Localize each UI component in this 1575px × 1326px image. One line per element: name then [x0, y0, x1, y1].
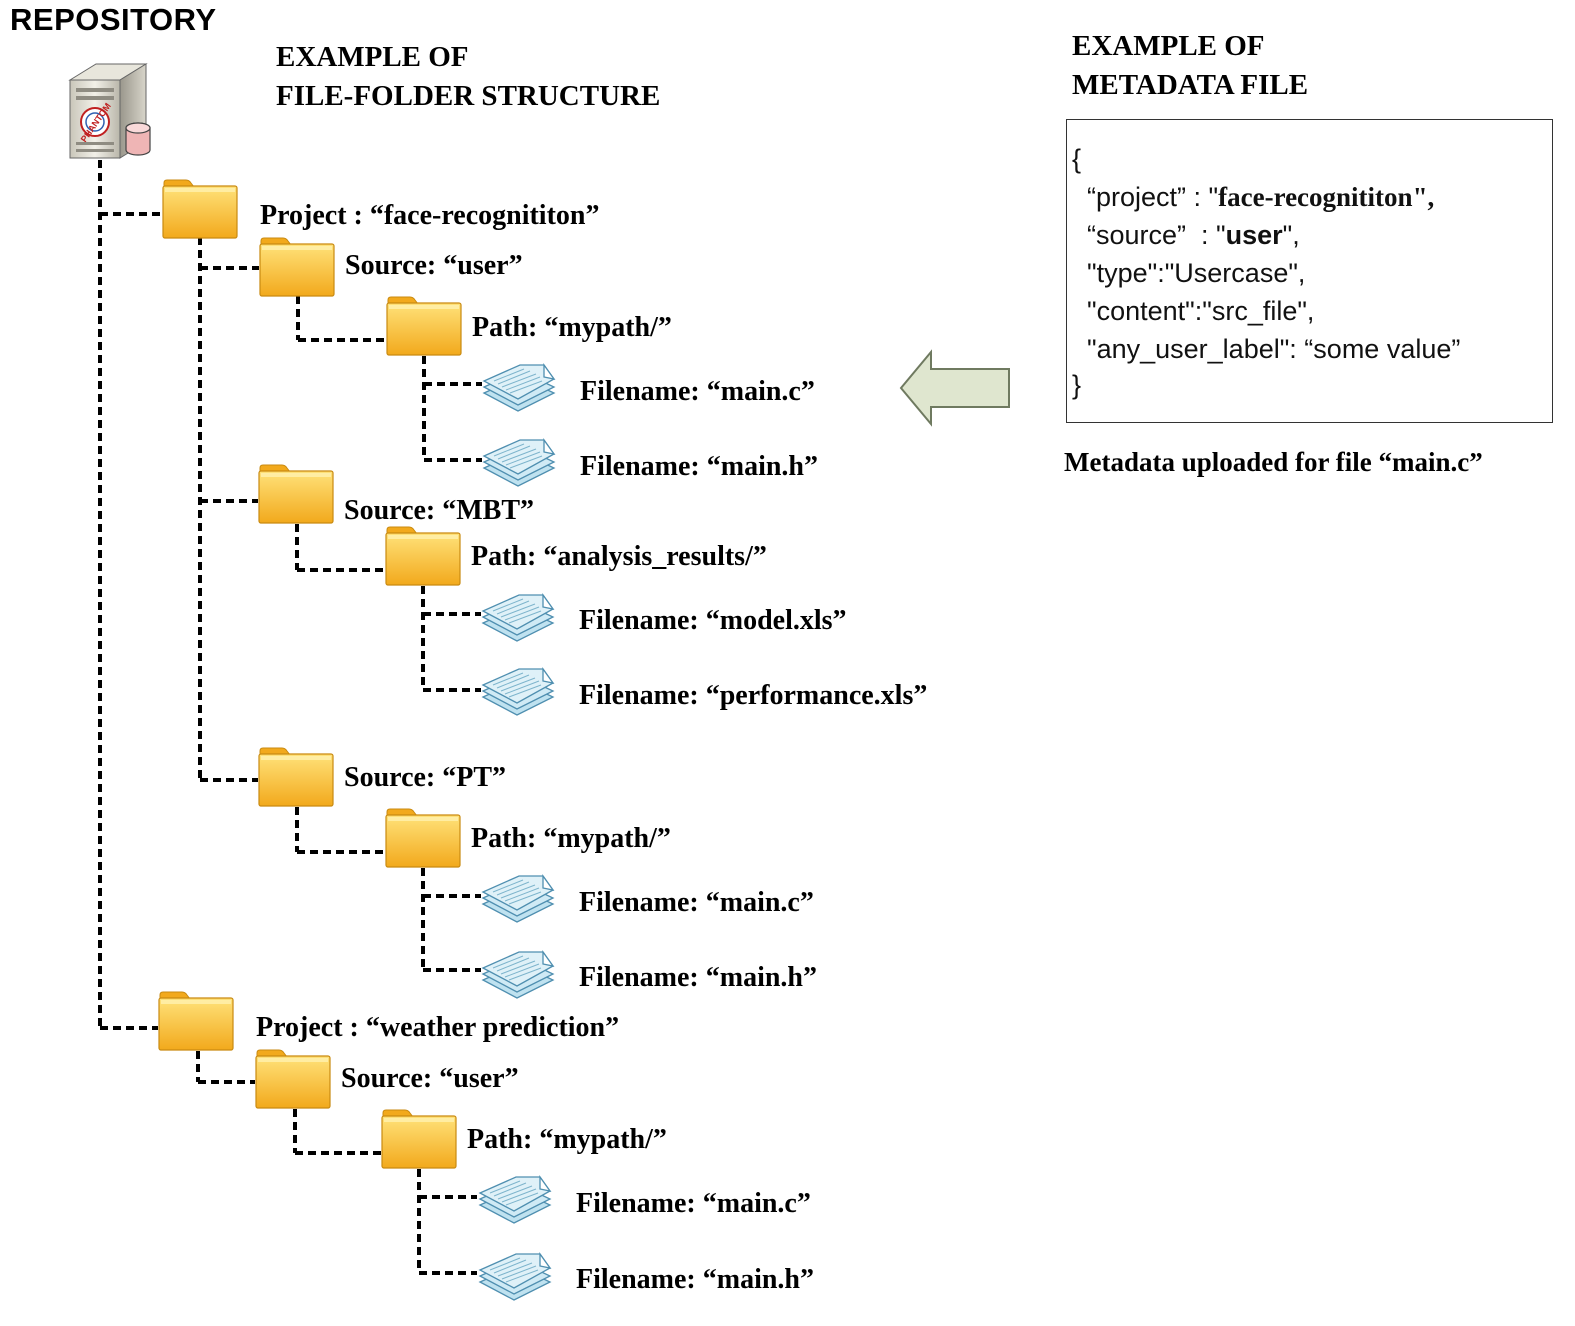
- path-label-mypath: Path: “mypath/”: [471, 823, 671, 854]
- metadata-source-line: “source” : "user",: [1072, 218, 1300, 252]
- repository-label: REPOSITORY: [10, 2, 217, 37]
- path-label-analysis-results: Path: “analysis_results/”: [471, 541, 767, 572]
- folder-icon-path-analysis-results: [385, 526, 461, 586]
- metadata-heading-line-1: EXAMPLE OF: [1072, 30, 1265, 62]
- tree-heading-line-2: FILE-FOLDER STRUCTURE: [276, 80, 661, 112]
- folder-icon-project-face-recognition: [162, 179, 238, 239]
- metadata-file-box: { “project” : "face-recognititon", “sour…: [1066, 119, 1553, 423]
- project-label-face-recognition: Project : “face-recognititon”: [260, 200, 600, 231]
- folder-icon-source-user: [259, 237, 335, 297]
- left-arrow-icon: [897, 348, 1013, 428]
- metadata-project-line: “project” : "face-recognititon",: [1072, 180, 1434, 214]
- folder-icon-project-weather-prediction: [158, 991, 234, 1051]
- file-icon-main-h: [480, 430, 558, 490]
- file-icon-main-c: [480, 355, 558, 415]
- repository-server-icon: PHANTOM: [66, 50, 162, 166]
- folder-icon-source-user: [255, 1049, 331, 1109]
- file-icon-main-c: [476, 1167, 554, 1227]
- folder-icon-source-pt: [258, 747, 334, 807]
- metadata-type-line: "type":"Usercase",: [1072, 258, 1306, 288]
- file-icon-model-xls: [479, 585, 557, 645]
- source-label-user: Source: “user”: [345, 250, 523, 281]
- metadata-heading-line-2: METADATA FILE: [1072, 69, 1309, 101]
- filename-label-performance-xls: Filename: “performance.xls”: [579, 680, 928, 711]
- folder-icon-path-mypath: [381, 1109, 457, 1169]
- metadata-source-end: ",: [1282, 220, 1300, 250]
- filename-label-main-h: Filename: “main.h”: [579, 962, 817, 993]
- metadata-close-brace: }: [1072, 370, 1082, 400]
- source-label-pt: Source: “PT”: [344, 762, 507, 793]
- filename-label-model-xls: Filename: “model.xls”: [579, 605, 847, 636]
- filename-label-main-c: Filename: “main.c”: [580, 376, 815, 407]
- tree-heading-line-1: EXAMPLE OF: [276, 41, 469, 73]
- metadata-source-key: “source” : ": [1072, 220, 1226, 250]
- metadata-project-end: ",: [1412, 182, 1435, 212]
- filename-label-main-c: Filename: “main.c”: [576, 1188, 811, 1219]
- file-icon-main-c: [479, 866, 557, 926]
- path-label-mypath: Path: “mypath/”: [472, 312, 672, 343]
- metadata-source-value: user: [1225, 220, 1283, 250]
- filename-label-main-c: Filename: “main.c”: [579, 887, 814, 918]
- file-icon-performance-xls: [479, 659, 557, 719]
- metadata-label-line: "any_user_label": “some value”: [1072, 334, 1461, 364]
- file-icon-main-h: [476, 1244, 554, 1304]
- filename-label-main-h: Filename: “main.h”: [576, 1264, 814, 1295]
- folder-icon-path-mypath: [385, 808, 461, 868]
- folder-icon-path-mypath: [386, 296, 462, 356]
- folder-icon-source-mbt: [258, 464, 334, 524]
- source-label-mbt: Source: “MBT”: [344, 495, 535, 526]
- metadata-project-value: face-recognititon: [1218, 182, 1413, 212]
- metadata-open-brace: {: [1072, 144, 1082, 174]
- file-icon-main-h: [479, 942, 557, 1002]
- metadata-content-line: "content":"src_file",: [1072, 296, 1315, 326]
- source-label-user: Source: “user”: [341, 1063, 519, 1094]
- metadata-project-key: “project” : ": [1072, 182, 1219, 212]
- metadata-caption: Metadata uploaded for file “main.c”: [1064, 447, 1483, 477]
- project-label-weather-prediction: Project : “weather prediction”: [256, 1012, 620, 1043]
- filename-label-main-h: Filename: “main.h”: [580, 451, 818, 482]
- path-label-mypath: Path: “mypath/”: [467, 1124, 667, 1155]
